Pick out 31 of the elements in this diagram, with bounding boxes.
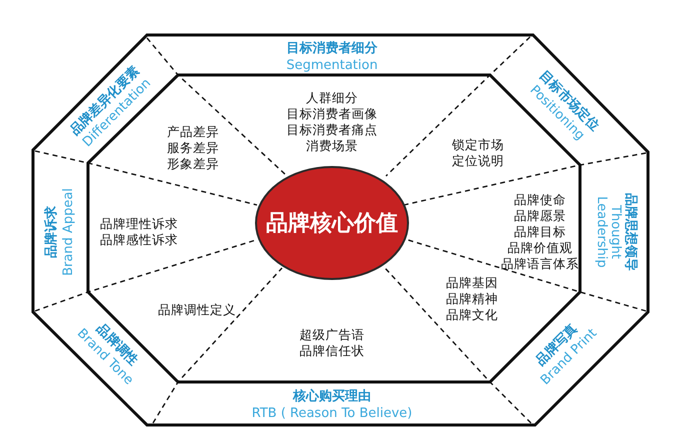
sector-text: 消费场景 <box>305 138 359 154</box>
band-subtitle: Thought Leadership <box>594 195 622 270</box>
sector-text: 品牌精神 <box>445 291 499 307</box>
sector-text: 品牌愿景 <box>513 208 567 224</box>
sector-text: 定位说明 <box>451 153 505 169</box>
sector-text: 品牌使命 <box>513 192 567 208</box>
sector-text: 锁定市场 <box>451 137 505 153</box>
sector-text: 品牌目标 <box>513 224 567 240</box>
sector-text: 品牌价值观 <box>506 240 574 256</box>
sector-text: 超级广告语 <box>298 327 366 343</box>
band-title: 品牌诉求 <box>43 205 60 260</box>
sector-text: 形象差异 <box>166 156 220 172</box>
band-subtitle: RTB ( Reason To Believe) <box>250 405 414 422</box>
sector-text: 品牌文化 <box>445 307 499 323</box>
band-title: 目标消费者细分 <box>286 40 378 57</box>
sector-text: 品牌语言体系 <box>500 256 580 272</box>
sector-text: 品牌信任状 <box>298 343 366 359</box>
sector-text: 人群细分 <box>305 90 359 106</box>
sector-text: 品牌调性定义 <box>157 302 237 318</box>
band-subtitle: Brand Appeal <box>60 187 77 278</box>
sector-text: 目标消费者画像 <box>286 106 378 122</box>
ellipse-label: 品牌核心价值 <box>266 210 398 238</box>
sector-text: 服务差异 <box>166 140 220 156</box>
band-title: 品牌思想领导 <box>622 192 639 273</box>
sector-text: 品牌理性诉求 <box>100 216 179 232</box>
sector-text: 品牌感性诉求 <box>100 232 179 248</box>
sector-text: 产品差异 <box>166 124 220 140</box>
band-subtitle: Segmentation <box>285 57 379 74</box>
sector-text: 品牌基因 <box>445 275 499 291</box>
band-title: 核心购买理由 <box>292 388 372 405</box>
sector-text: 目标消费者痛点 <box>286 122 378 138</box>
